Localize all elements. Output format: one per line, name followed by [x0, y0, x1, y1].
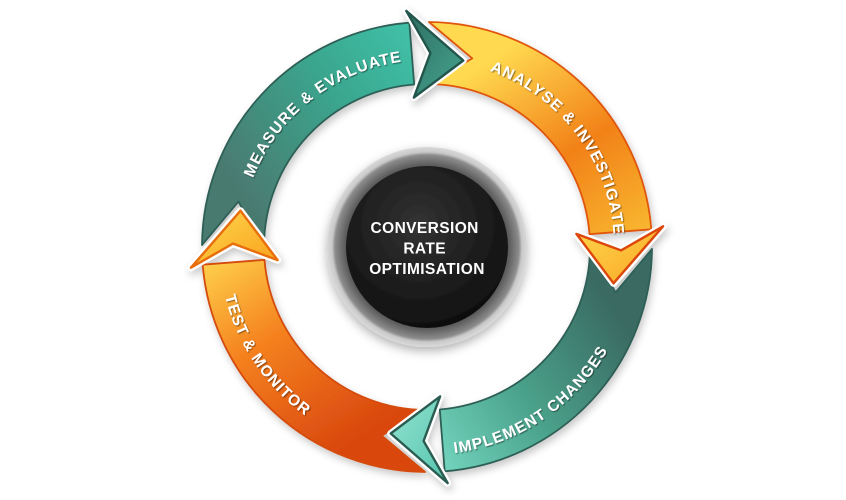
center-title: CONVERSION RATE OPTIMISATION: [369, 220, 485, 278]
arrowhead-icon-implement-changes: [389, 395, 449, 485]
center-title-line1: CONVERSION: [371, 220, 479, 237]
center-title-line3: OPTIMISATION: [369, 261, 485, 278]
arrowhead-icon-test-monitor: [189, 209, 279, 269]
center-title-line2: RATE: [403, 241, 446, 258]
center-badge: CONVERSION RATE OPTIMISATION: [327, 147, 527, 347]
arrowhead-icon-analyse-investigate: [575, 225, 665, 285]
arrowhead-icon-measure-evaluate: [405, 9, 465, 99]
center-black-circle: [346, 166, 508, 328]
